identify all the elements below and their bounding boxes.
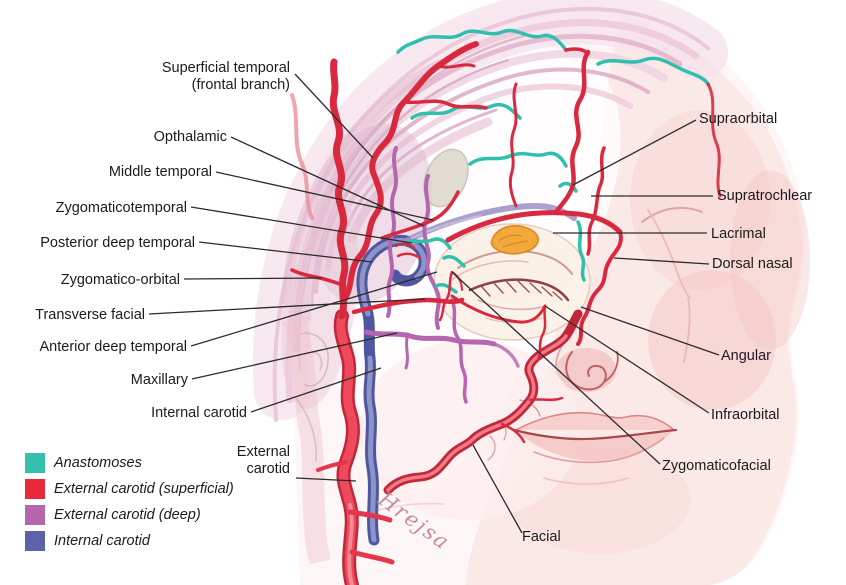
label-lacrimal: Lacrimal <box>711 226 766 242</box>
face-features <box>423 148 703 485</box>
legend-swatch-anastomoses <box>25 453 45 473</box>
label-transverse-facial: Transverse facial <box>35 307 145 323</box>
legend-label-external-carotid-superficial: External carotid (superficial) <box>54 481 234 497</box>
leader-lines <box>148 73 720 534</box>
label-angular: Angular <box>721 348 771 364</box>
label-infraorbital: Infraorbital <box>711 407 780 423</box>
ear-jaw-sketch <box>282 312 445 565</box>
label-posterior-deep-temporal: Posterior deep temporal <box>40 235 195 251</box>
legend-label-internal-carotid: Internal carotid <box>54 533 150 549</box>
legend-item-external-carotid-superficial: External carotid (superficial) <box>25 479 234 499</box>
label-superficial-temporal: Superficial temporal (frontal branch) <box>161 60 290 93</box>
lacrimal-gland <box>490 224 540 255</box>
legend-swatch-external-carotid-deep <box>25 505 45 525</box>
label-anterior-deep-temporal: Anterior deep temporal <box>39 339 188 355</box>
label-facial: Facial <box>522 529 561 545</box>
label-internal-carotid: Internal carotid <box>151 405 247 421</box>
label-external-carotid: External carotid <box>236 444 290 477</box>
legend-item-internal-carotid: Internal carotid <box>25 531 234 551</box>
label-middle-temporal: Middle temporal <box>108 164 212 180</box>
legend-label-anastomoses: Anastomoses <box>54 455 142 471</box>
label-zygomaticofacial: Zygomaticofacial <box>662 458 771 474</box>
label-supraorbital: Supraorbital <box>699 111 778 127</box>
anastomoses-vessels <box>396 28 710 294</box>
legend-item-external-carotid-deep: External carotid (deep) <box>25 505 234 525</box>
legend-label-external-carotid-deep: External carotid (deep) <box>54 507 201 523</box>
label-opthalamic: Opthalamic <box>153 129 227 145</box>
label-zygomatico-orbital: Zygomatico-orbital <box>60 272 180 288</box>
label-zygomaticotemporal: Zygomaticotemporal <box>55 200 187 216</box>
legend: Anastomoses External carotid (superficia… <box>25 453 234 551</box>
label-supratrochlear: Supratrochlear <box>717 188 813 204</box>
legend-swatch-internal-carotid <box>25 531 45 551</box>
label-dorsal-nasal: Dorsal nasal <box>712 256 793 272</box>
label-maxillary: Maxillary <box>130 372 188 388</box>
legend-item-anastomoses: Anastomoses <box>25 453 234 473</box>
legend-swatch-external-carotid-superficial <box>25 479 45 499</box>
